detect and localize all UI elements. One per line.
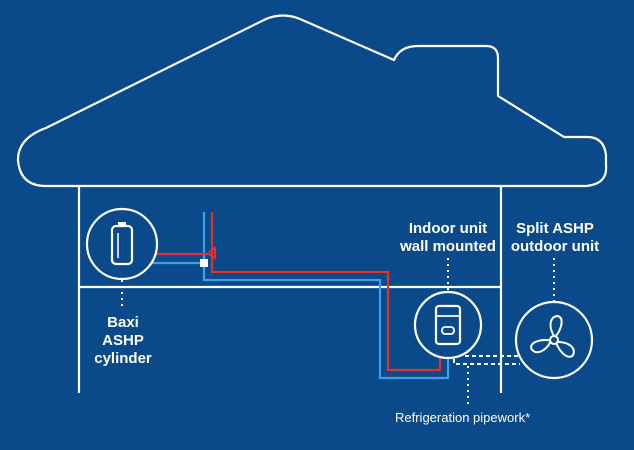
outdoor-unit-label-line1: Split ASHP [516, 220, 594, 237]
leader-lines [121, 258, 555, 404]
outdoor-unit-label: Split ASHP outdoor unit [505, 220, 605, 256]
cylinder-label-line2: ASHP [102, 332, 144, 349]
cylinder-label-line3: cylinder [94, 350, 152, 367]
cylinder-label-line1: Baxi [107, 314, 139, 331]
cold-pipe-valve [200, 259, 208, 267]
fan-icon [514, 300, 594, 380]
cylinder-icon [85, 207, 159, 281]
indoor-unit-label: Indoor unit wall mounted [388, 220, 508, 256]
boiler-icon [413, 290, 483, 360]
indoor-unit-label-line1: Indoor unit [408, 220, 488, 237]
cylinder-label: Baxi ASHP cylinder [78, 314, 168, 368]
outdoor-unit-label-line2: outdoor unit [510, 238, 600, 255]
indoor-unit-label-line2: wall mounted [400, 238, 496, 255]
house-roof-outline [16, 14, 608, 188]
refrigeration-note: Refrigeration pipework* [395, 410, 531, 425]
